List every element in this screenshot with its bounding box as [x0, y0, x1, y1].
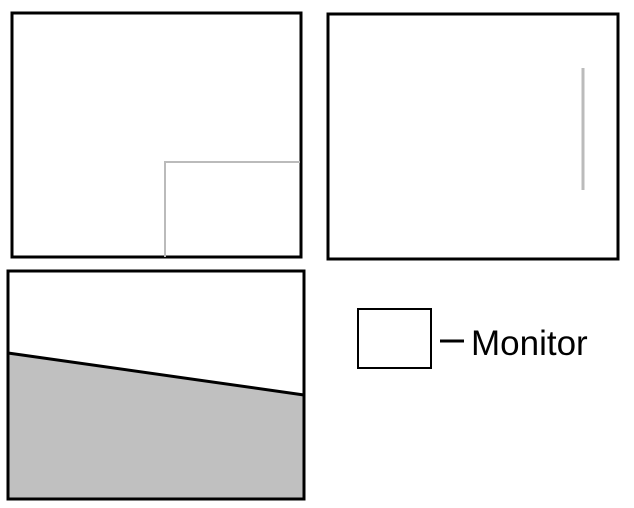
panel-bottom-left-outline — [6, 269, 306, 501]
panel-top-right-frame — [326, 12, 620, 261]
legend-monitor-swatch — [357, 308, 432, 369]
panel-top-right — [326, 12, 620, 261]
panel-bottom-left-slope-line — [7, 351, 305, 397]
legend-monitor-label: Monitor — [471, 324, 588, 363]
panel-bottom-left — [6, 269, 306, 501]
panel-top-left-frame — [10, 11, 303, 259]
panel-top-left-inner-rectangle — [164, 161, 300, 257]
panel-top-left — [10, 11, 303, 259]
legend: Monitor — [357, 308, 588, 369]
panel-bottom-left-shaded-region — [8, 353, 304, 499]
